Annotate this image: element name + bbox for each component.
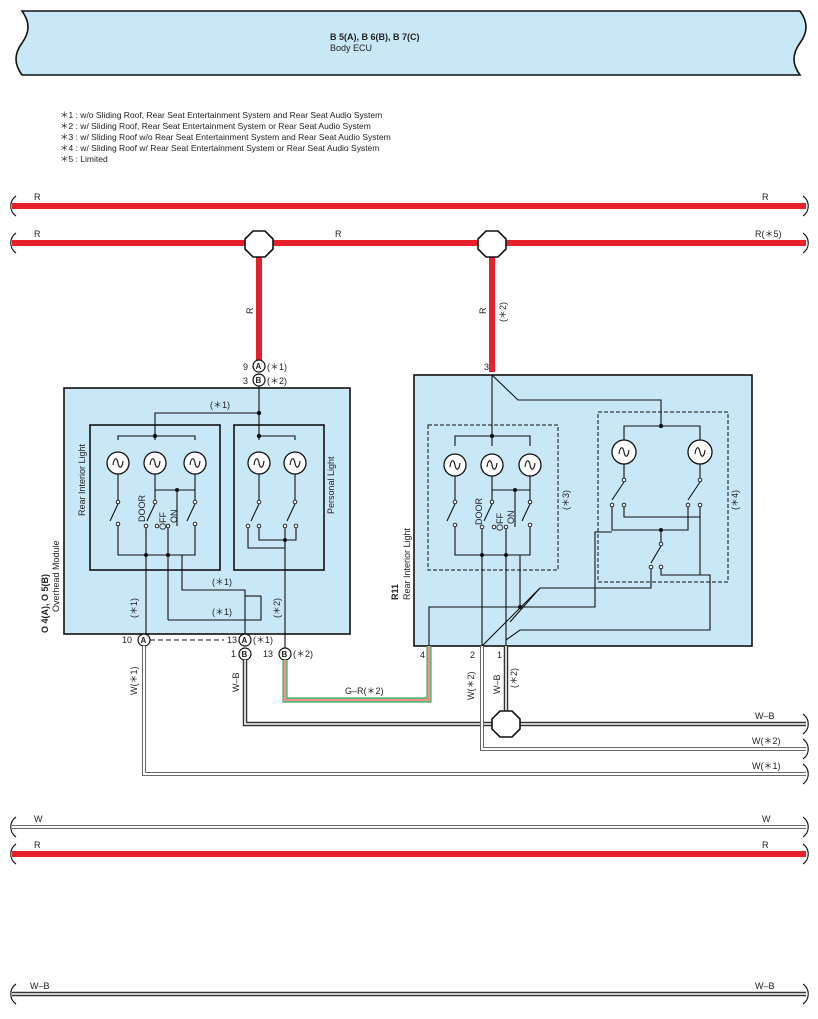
splice-2 <box>477 230 507 258</box>
rear-pin-1: 1 <box>497 650 502 660</box>
overhead-switch-on: ON <box>169 510 179 524</box>
personal-light-section <box>233 424 325 571</box>
rear-module-code: R11 <box>390 584 400 600</box>
bus-w: W W <box>10 814 809 838</box>
connector-a-top-label: A <box>256 362 262 371</box>
ecu-connectors: B 5(A), B 6(B), B 7(C) <box>330 32 420 42</box>
drop2-label: R <box>478 307 488 314</box>
body-ecu-banner: B 5(A), B 6(B), B 7(C) Body ECU <box>15 10 807 76</box>
rear-pin-2: 2 <box>470 650 475 660</box>
bus-wb: W–B W–B <box>10 981 809 1005</box>
personal-light-label: Personal Light <box>326 456 336 514</box>
overhead-pin-10: 10 <box>122 635 132 645</box>
bus-wb-right-label: W–B <box>755 981 775 991</box>
overhead-note-mid2: (＊1) <box>212 607 232 617</box>
wire-wb-mid-label: W–B <box>492 674 502 694</box>
note-1: ＊1 : w/o Sliding Roof, Rear Seat Enterta… <box>60 110 382 120</box>
rear-switch-on: ON <box>506 511 516 525</box>
overhead-switch-off: OFF <box>158 512 168 530</box>
notes: ＊1 : w/o Sliding Roof, Rear Seat Enterta… <box>60 110 391 164</box>
bus-second-mid-label: R <box>335 229 342 239</box>
bus-top-left-label: R <box>34 192 41 202</box>
splice-3 <box>491 710 521 738</box>
overhead-note-3: (＊2) <box>267 376 287 386</box>
overhead-pin-13b: 13 <box>263 649 273 659</box>
rear-pin-3: 3 <box>484 362 489 372</box>
drop1-label: R <box>245 307 255 314</box>
overhead-note-13b: (＊2) <box>293 649 313 659</box>
right-w1-label: W(＊1) <box>752 761 781 771</box>
overhead-note-13a: (＊1) <box>253 635 273 645</box>
bus-top-right-label: R <box>762 192 769 202</box>
rear-interior-light-module: R11 Rear Interior Light (＊3) (＊4) <box>390 374 753 647</box>
rear-pin-4: 4 <box>420 650 425 660</box>
overhead-note-mid1: (＊1) <box>212 577 232 587</box>
rear-module-name: Rear Interior Light <box>402 527 412 600</box>
connector-b-bottom-label: B <box>242 650 248 659</box>
bus-w-left-label: W <box>34 814 43 824</box>
bus-second-left-label: R <box>34 229 41 239</box>
bus-r-left-label: R <box>34 840 41 850</box>
bus-r-bottom: R R <box>10 840 809 865</box>
rear-switch-off: OFF <box>495 513 505 531</box>
bus-w-right-label: W <box>762 814 771 824</box>
overhead-note-right: (＊2) <box>272 598 282 618</box>
connector-b-top-label: B <box>256 376 262 385</box>
bus-wb-left-label: W–B <box>30 981 50 991</box>
overhead-code: O 4(A), O 5(B) <box>40 574 50 633</box>
rear-switch-door: DOOR <box>474 497 484 525</box>
wire-wb-left-label: W–B <box>231 672 241 692</box>
overhead-pin-3: 3 <box>243 376 248 386</box>
connector-a-bottom-label: A <box>141 636 147 645</box>
connector-a-top <box>252 359 266 373</box>
overhead-pin-13a: 13 <box>227 635 237 645</box>
rear-note4: (＊4) <box>730 490 740 510</box>
overhead-module: O 4(A), O 5(B) Overhead Module Rear Inte… <box>40 387 351 648</box>
overhead-pin-1: 1 <box>231 649 236 659</box>
connector-a-bottom-2-label: A <box>242 636 248 645</box>
bus-second-right-label: R(＊5) <box>755 229 782 239</box>
ecu-name: Body ECU <box>330 43 372 53</box>
drop2-note: (＊2) <box>498 302 508 322</box>
wire-w1-label: W(＊1) <box>129 667 139 696</box>
splice-1 <box>244 230 274 258</box>
rear-interior-light-label: Rear Interior Light <box>77 443 87 516</box>
rear-section-note3 <box>427 424 559 571</box>
connector-b-bottom-2-label: B <box>282 650 288 659</box>
bus-r-right-label: R <box>762 840 769 850</box>
wire-gr-label: G–R(＊2) <box>345 686 384 696</box>
bus-top-r: R R <box>10 192 809 217</box>
overhead-note-left: (＊1) <box>129 598 139 618</box>
overhead-pin-9: 9 <box>243 362 248 372</box>
bus-second-r: R R R(＊5) <box>10 229 809 254</box>
overhead-note-top: (＊1) <box>210 400 230 410</box>
note-4: ＊4 : w/ Sliding Roof w/ Rear Seat Entert… <box>60 143 379 153</box>
right-wb-label: W–B <box>755 711 775 721</box>
overhead-switch-door: DOOR <box>137 494 147 522</box>
overhead-name: Overhead Module <box>51 540 61 612</box>
connector-a-bottom-2 <box>238 633 252 647</box>
wire-w2-label: W(＊2) <box>466 672 476 701</box>
note-2: ＊2 : w/ Sliding Roof, Rear Seat Entertai… <box>60 121 371 131</box>
right-w2-label: W(＊2) <box>752 736 781 746</box>
overhead-note-9: (＊1) <box>267 362 287 372</box>
wire-note2-vert: (＊2) <box>509 668 519 688</box>
note-5: ＊5 : Limited <box>60 154 108 164</box>
rear-note3: (＊3) <box>561 490 571 510</box>
note-3: ＊3 : w/ Sliding Roof w/o Rear Seat Enter… <box>60 132 391 142</box>
